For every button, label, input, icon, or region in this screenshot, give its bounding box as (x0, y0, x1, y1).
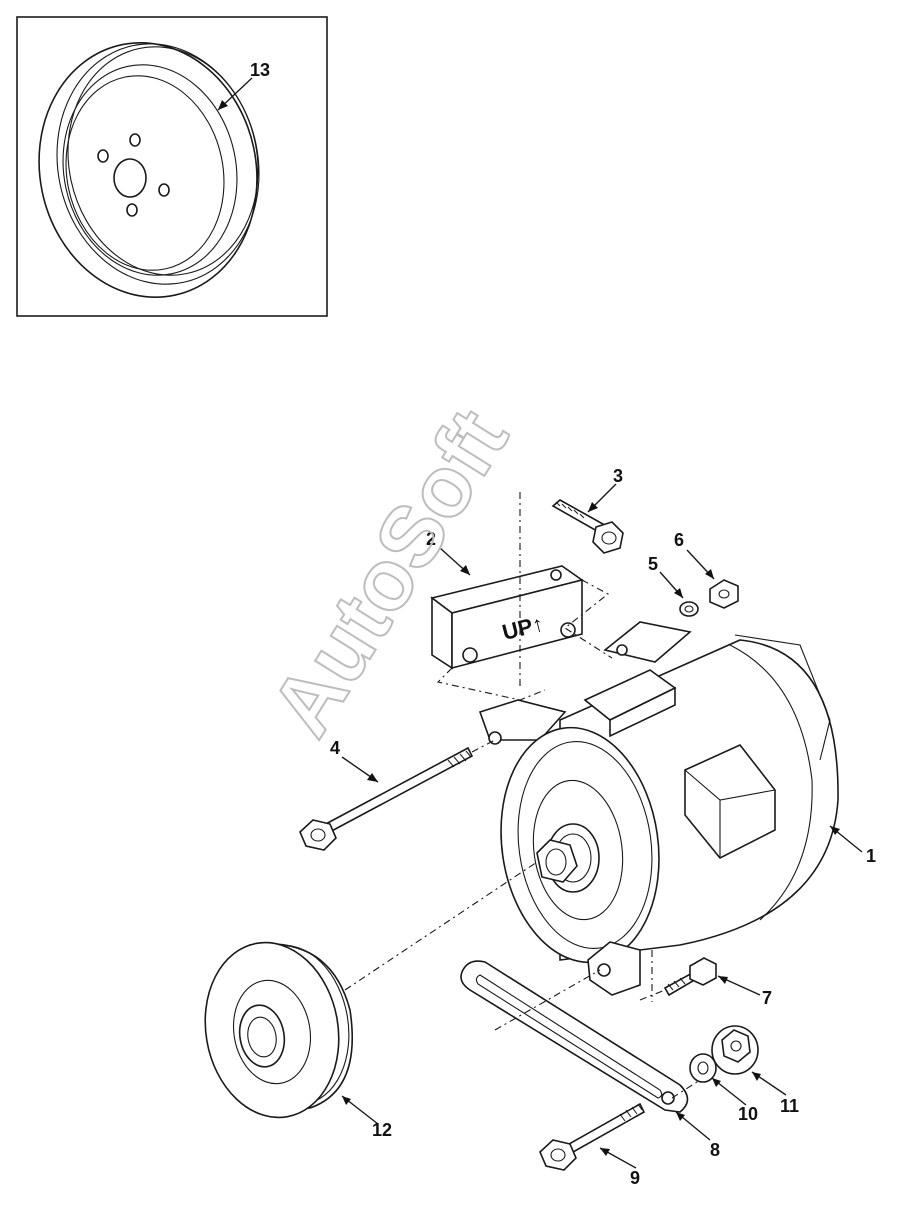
bracket-part-2: UP↑ (430, 492, 613, 701)
callout-9: 9 (630, 1168, 640, 1188)
assembly-lines (344, 861, 701, 1099)
callout-11: 11 (780, 1096, 799, 1116)
callout-5: 5 (648, 554, 658, 574)
callout-leaders (217, 77, 863, 1169)
callout-1: 1 (866, 846, 876, 866)
nut-part-6 (709, 579, 739, 609)
pulley-part-12 (204, 941, 354, 1119)
callouts: 13 2 3 4 5 6 1 7 8 9 10 11 12 (250, 60, 876, 1188)
callout-12: 12 (372, 1120, 392, 1140)
callout-6: 6 (674, 530, 684, 550)
callout-3: 3 (613, 466, 623, 486)
alternator-part-1 (478, 621, 839, 1002)
inset-pulley-13 (16, 16, 328, 317)
callout-8: 8 (710, 1140, 720, 1160)
nut-part-11 (711, 1025, 759, 1075)
watermark: AutoSoft (253, 393, 527, 752)
callout-10: 10 (738, 1104, 758, 1124)
callout-2: 2 (426, 529, 436, 549)
bolt-part-7 (663, 957, 717, 997)
bolt-part-4 (299, 739, 496, 851)
washer-part-5 (679, 601, 699, 617)
callout-13: 13 (250, 60, 270, 80)
callout-7: 7 (762, 988, 772, 1008)
bolt-part-9 (539, 1102, 646, 1171)
washer-part-10 (689, 1053, 717, 1083)
bolt-part-3 (551, 499, 624, 554)
callout-4: 4 (330, 738, 340, 758)
adjusting-strap-part-8 (460, 960, 689, 1113)
